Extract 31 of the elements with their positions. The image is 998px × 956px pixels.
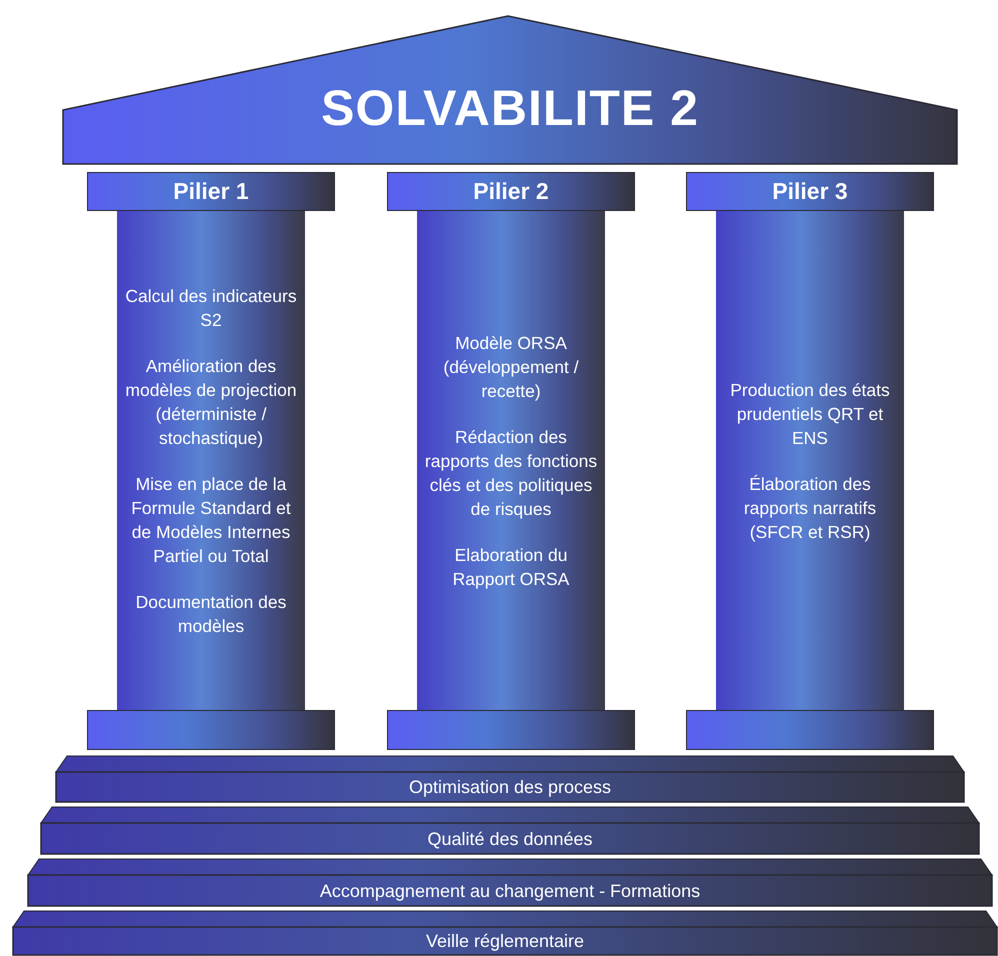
foundation-step bbox=[55, 755, 965, 803]
pillar-text: Amélioration des modèles de projection (déterministe / stochastique) bbox=[124, 354, 298, 450]
step-label: Veille réglementaire bbox=[426, 931, 584, 952]
title-text: SOLVABILITE 2 bbox=[321, 79, 699, 137]
pillar-capital bbox=[686, 172, 934, 211]
foundation-step bbox=[40, 806, 980, 855]
pillar-text: Mise en place de la Formule Standard et de Modèles Internes Partiel ou Total bbox=[130, 472, 292, 568]
pillar-shaft bbox=[417, 211, 605, 710]
pillar-text: Calcul des indicateurs S2 bbox=[124, 284, 298, 332]
foundation-step bbox=[12, 910, 998, 956]
pillar-shaft bbox=[117, 211, 305, 710]
pillar-text: Élaboration des rapports narratifs (SFCR et RSR) bbox=[742, 472, 878, 544]
pillar-heading: Pilier 2 bbox=[473, 178, 549, 205]
pillar-capital bbox=[387, 172, 635, 211]
step-label: Qualité des données bbox=[427, 828, 593, 850]
pillar-heading: Pilier 3 bbox=[772, 178, 848, 205]
pillar-capital bbox=[87, 172, 335, 211]
pillar-text: Elaboration du Rapport ORSA bbox=[452, 544, 570, 590]
pillar-text: Documentation des modèles bbox=[134, 590, 288, 638]
pillar-heading: Pilier 1 bbox=[173, 178, 249, 205]
pillar-base bbox=[87, 710, 335, 750]
pillar-base bbox=[387, 710, 635, 750]
step-label: Optimisation des process bbox=[408, 777, 612, 798]
step-label: Accompagnement au changement - Formations bbox=[320, 880, 700, 902]
foundation-step bbox=[27, 858, 993, 907]
pillar-text: Modèle ORSA (développement / recette) bbox=[442, 332, 580, 402]
pillar-base bbox=[686, 710, 934, 750]
pillar-text: Production des états prudentiels QRT et ENS bbox=[729, 378, 891, 450]
pillar-shaft bbox=[716, 211, 904, 710]
roof-pediment bbox=[62, 15, 958, 165]
pillar-text: Rédaction des rapports des fonctions clés et des politiques de risques bbox=[424, 426, 598, 520]
